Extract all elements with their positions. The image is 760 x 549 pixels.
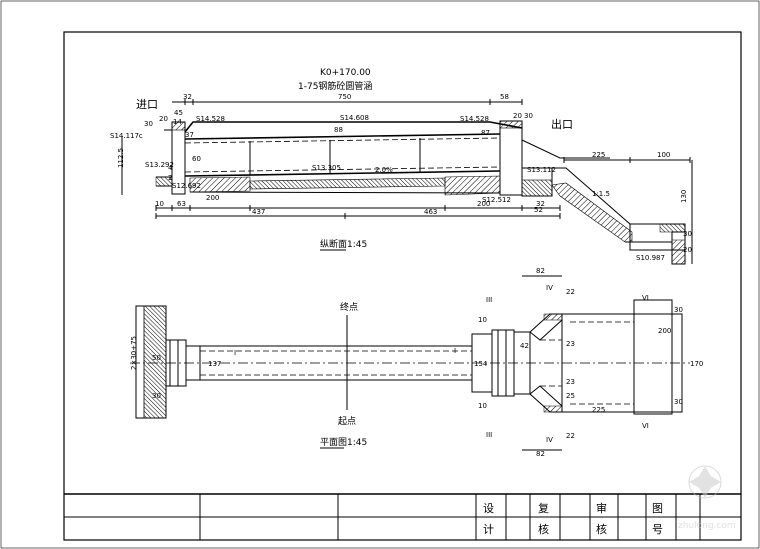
elev-13-112: S13.112 (527, 166, 556, 174)
outlet-label: 出口 (551, 117, 573, 131)
dim-37: 37 (185, 131, 194, 139)
section-I-right: I (454, 347, 456, 355)
dim-52: 52 (534, 206, 543, 214)
plan-dim-2x30: 2×30+75 (130, 336, 138, 370)
elev-14-117: S14.117c (110, 132, 143, 140)
plan-dim-225: 225 (592, 406, 605, 414)
dim-437: 437 (252, 208, 265, 216)
dim-130: 130 (680, 190, 688, 203)
elev-13-292: S13.292 (145, 161, 174, 169)
title-block: 设 计 复 核 审 核 图 号 (64, 493, 741, 540)
slope-2pct: 2.0% (375, 166, 393, 174)
plan-dim-10-a: 10 (478, 316, 487, 324)
dim-112-5: 112.5 (117, 148, 125, 168)
dim-45: 45 (174, 109, 183, 117)
dim-750: 750 (338, 93, 351, 101)
section-VI-bottom: VI (642, 422, 649, 430)
plan-view: 终点 起点 III III IV IV VI VI I I 82 (130, 267, 703, 458)
section-VI-top: VI (642, 294, 649, 302)
dim-30-right: 30 (524, 112, 533, 120)
plan-dim-23-b: 23 (566, 378, 575, 386)
dim-87: 87 (481, 129, 490, 137)
dim-88: 88 (334, 126, 343, 134)
elev-12-692: S12.692 (172, 182, 201, 190)
tb-audit-2: 核 (596, 522, 607, 536)
dim-63: 63 (177, 200, 186, 208)
inlet-label: 进口 (136, 98, 158, 111)
plan-dim-42: 42 (520, 342, 529, 350)
section-IV-bottom: IV (546, 436, 553, 444)
plan-dim-82-top: 82 (536, 267, 545, 275)
inlet-wingwall-plan (143, 305, 167, 419)
section-III-bottom: III (486, 431, 492, 439)
dim-32: 32 (183, 93, 192, 101)
dim-20: 20 (683, 246, 692, 254)
plan-title: 平面图1:45 (320, 437, 367, 448)
dim-10: 10 (155, 200, 164, 208)
tb-design-2: 计 (483, 523, 494, 536)
plan-dim-30-left: 30 (152, 392, 161, 400)
elev-10-987: S10.987 (636, 254, 665, 262)
plan-dim-170: 170 (690, 360, 703, 368)
plan-dim-82-bottom: 82 (536, 450, 545, 458)
section-title: 纵断面1:45 (320, 238, 367, 250)
longitudinal-section: 进口 出口 (110, 93, 693, 265)
dim-225: 225 (592, 151, 605, 159)
tb-review-1: 复 (538, 501, 549, 515)
plan-dim-137: 137 (208, 360, 221, 368)
slope-1-1-5: 1:1.5 (592, 190, 610, 198)
elev-12-512: S12.512 (482, 196, 511, 204)
tb-dwg-2: 号 (652, 523, 663, 536)
drawing-frame (63, 31, 742, 541)
dim-200-b: 200 (477, 200, 490, 208)
elev-13-305: S13.305 (312, 164, 341, 172)
dim-58: 58 (500, 93, 509, 101)
dim-20-right: 20 (513, 112, 522, 120)
tb-audit-1: 审 (596, 501, 607, 515)
tb-design-1: 设 (483, 502, 494, 515)
dim-100: 100 (657, 151, 670, 159)
dim-60: 60 (192, 155, 201, 163)
dim-4: 4 (168, 164, 173, 172)
plan-dim-23-a: 23 (566, 340, 575, 348)
dim-30-left: 30 (144, 120, 153, 128)
start-point-label: 起点 (338, 416, 356, 427)
plan-dim-22-a: 22 (566, 288, 575, 296)
tb-dwg-1: 图 (652, 502, 663, 515)
elev-14-528-a: S14.528 (196, 115, 225, 123)
dim-14: 14 (173, 118, 182, 126)
dim-2: 2 (168, 174, 172, 182)
plan-dim-30-a: 30 (674, 306, 683, 314)
plan-dim-154: 154 (474, 360, 488, 368)
end-point-label: 终点 (340, 301, 358, 313)
section-IV-top: IV (546, 284, 553, 292)
dim-20-left: 20 (159, 115, 168, 123)
plan-dim-22-b: 22 (566, 432, 575, 440)
dim-30: 30 (683, 230, 692, 238)
plan-dim-25: 25 (566, 392, 575, 400)
dim-463: 463 (424, 208, 437, 216)
dim-32-bottom: 32 (536, 200, 545, 208)
watermark: zhulong.com (678, 465, 736, 531)
plan-dim-50: 50 (152, 354, 161, 362)
plan-dim-30-b: 30 (674, 398, 683, 406)
elev-14-528-b: S14.528 (460, 115, 489, 123)
culvert-subtitle: 1-75钢筋砼圆管涵 (298, 80, 372, 92)
dim-200-a: 200 (206, 194, 219, 202)
tb-review-2: 核 (538, 522, 549, 536)
inlet-cap-hatch (171, 121, 186, 131)
elev-14-608: S14.608 (340, 114, 369, 122)
plan-dim-10-b: 10 (478, 402, 487, 410)
watermark-site: zhulong.com (678, 521, 736, 531)
plan-dim-200: 200 (658, 327, 671, 335)
section-I-left: I (234, 349, 236, 357)
section-III-top: III (486, 296, 492, 304)
station-label: K0+170.00 (320, 68, 371, 78)
